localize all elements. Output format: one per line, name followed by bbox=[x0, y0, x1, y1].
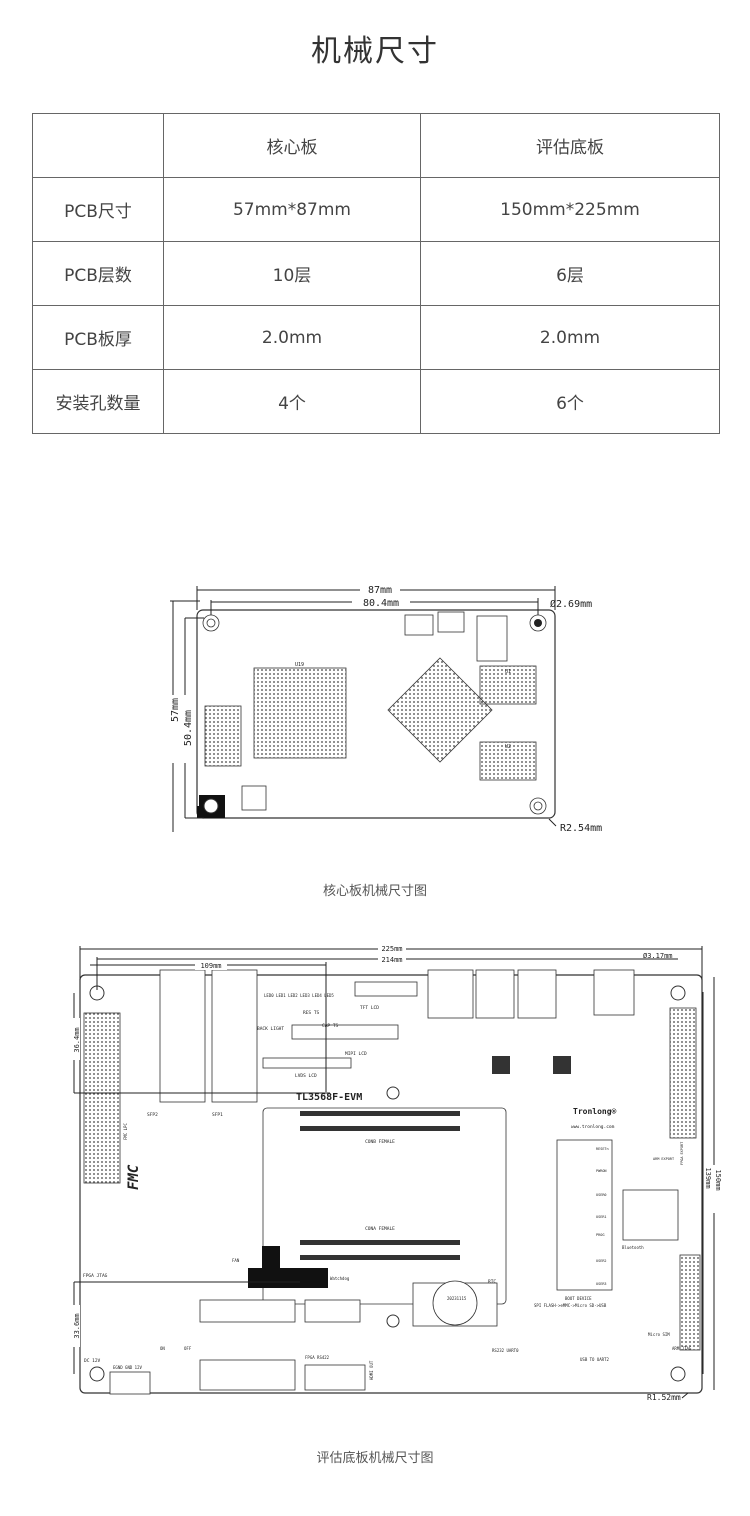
label-boot-opts: SPI FLASH->eMMC->Micro SD->USB bbox=[534, 1303, 607, 1308]
table-cell: PCB尺寸 bbox=[32, 177, 164, 242]
label-fpga-rs422: FPGA RS422 bbox=[305, 1355, 330, 1360]
eval-hole-span-x-label: 214mm bbox=[381, 956, 402, 964]
table-cell: 150mm*225mm bbox=[420, 177, 720, 242]
eval-corner-radius-label: R1.52mm bbox=[647, 1393, 681, 1402]
label-bluetooth: Bluetooth bbox=[622, 1245, 644, 1250]
core-corner-radius-label: R2.54mm bbox=[560, 823, 602, 834]
table-cell: 2.0mm bbox=[163, 305, 421, 370]
label-arm-export: ARM EXPORT bbox=[653, 1157, 675, 1161]
u19-chip bbox=[253, 667, 347, 759]
eval-board-caption: 评估底板机械尺寸图 bbox=[316, 1451, 434, 1466]
label-sfp2: SFP2 bbox=[147, 1112, 158, 1118]
label-mipi: MIPI LCD bbox=[345, 1051, 367, 1057]
label-fmc-lpc: FMC LPC bbox=[123, 1123, 128, 1140]
table-header-cell bbox=[32, 113, 164, 178]
key-label: USER3 bbox=[596, 1282, 607, 1286]
label-lvds: LVDS LCD bbox=[295, 1073, 317, 1079]
eval-bottom-offset-label: 33.6mm bbox=[73, 1313, 81, 1338]
key-label: USER2 bbox=[596, 1259, 607, 1263]
core-pcb-outline bbox=[196, 609, 556, 819]
tft-connector bbox=[354, 981, 418, 997]
key-label: USER1 bbox=[596, 1215, 607, 1219]
core-board-caption: 核心板机械尺寸图 bbox=[322, 884, 427, 899]
label-u2: U2 bbox=[505, 744, 511, 750]
label-rs232: RS232 UART0 bbox=[492, 1348, 519, 1353]
label-backlight: BACK LIGHT bbox=[257, 1026, 284, 1032]
label-url: www.tronlong.com bbox=[571, 1124, 615, 1130]
eval-height-label: 150mm bbox=[714, 1169, 722, 1190]
label-fpga-jtag: FPGA JTAG bbox=[83, 1273, 108, 1279]
core-hole-span-x-label: 80.4mm bbox=[363, 598, 399, 609]
table-cell: 6个 bbox=[420, 369, 720, 434]
key-label: PWRON bbox=[596, 1169, 607, 1173]
page-title: 机械尺寸 bbox=[311, 34, 439, 69]
label-tft: TFT LCD bbox=[360, 1005, 379, 1011]
table-header-cell: 核心板 bbox=[163, 113, 421, 178]
table-cell: 2.0mm bbox=[420, 305, 720, 370]
key-label: RESETn bbox=[596, 1147, 609, 1151]
table-cell: 6层 bbox=[420, 241, 720, 306]
label-on: ON bbox=[160, 1346, 165, 1351]
label-leds: LED0 LED1 LED2 LED3 LED4 LED5 bbox=[264, 993, 334, 998]
core-height-label: 57mm bbox=[170, 698, 181, 722]
eval-top-offset-label: 36.4mm bbox=[73, 1027, 81, 1052]
label-fpga-export: FPGA EXPORT bbox=[680, 1141, 684, 1165]
label-usb-uart: USB TO UART2 bbox=[580, 1357, 609, 1362]
eval-board-drawing: CONB FEMALE CONA FEMALE SFP2 SFP1 FMC FM… bbox=[70, 943, 722, 1402]
label-u19: U19 bbox=[295, 662, 304, 668]
table-cell: 安装孔数量 bbox=[32, 369, 164, 434]
label-fmc: FMC bbox=[126, 1164, 142, 1190]
core-hole-span-y-label: 50.4mm bbox=[183, 710, 194, 746]
label-watchdog: Watchdog bbox=[330, 1276, 350, 1281]
label-rtc: RTC bbox=[488, 1279, 496, 1285]
core-board-drawing: U1 U2 U19 87mm 80.4mm Ø2.69mm 57mm 50.4m… bbox=[167, 583, 602, 834]
table-header-row: 核心板 评估底板 bbox=[32, 113, 720, 178]
table-cell: PCB层数 bbox=[32, 241, 164, 306]
label-boot: BOOT DEVICE bbox=[565, 1296, 592, 1301]
eval-hole-span-y-label: 139mm bbox=[704, 1167, 712, 1188]
table-cell: PCB板厚 bbox=[32, 305, 164, 370]
label-cona: CONA FEMALE bbox=[365, 1226, 395, 1232]
table-cell: 4个 bbox=[163, 369, 421, 434]
label-power-pins: EGND GND 12V bbox=[113, 1365, 142, 1370]
label-micro-sim: Micro SIM bbox=[648, 1332, 670, 1337]
key-label: USER0 bbox=[596, 1193, 607, 1197]
label-res-ts: RES TS bbox=[303, 1010, 320, 1016]
label-u1: U1 bbox=[505, 669, 511, 675]
label-arm-jtag: ARM JTAG bbox=[672, 1346, 692, 1351]
label-model: TL3568F-EVM bbox=[296, 1092, 362, 1103]
label-brand: Tronlong® bbox=[573, 1107, 617, 1116]
eval-offset-x-label: 109mm bbox=[200, 962, 221, 970]
table-cell: 57mm*87mm bbox=[163, 177, 421, 242]
table-header-cell: 评估底板 bbox=[420, 113, 720, 178]
core-width-label: 87mm bbox=[368, 585, 392, 596]
eval-width-label: 225mm bbox=[381, 945, 402, 953]
label-hdmi: HDMI OUT bbox=[369, 1360, 374, 1380]
eval-hole-dia-label: Ø3.17mm bbox=[643, 952, 673, 960]
table-cell: 10层 bbox=[163, 241, 421, 306]
label-fan: FAN bbox=[232, 1258, 240, 1263]
core-hole-dia-label: Ø2.69mm bbox=[550, 598, 592, 610]
label-battery: 20231115 bbox=[447, 1296, 467, 1301]
key-label: PROG bbox=[596, 1233, 604, 1237]
label-off: OFF bbox=[184, 1346, 192, 1351]
label-cap-ts: CAP TS bbox=[322, 1023, 339, 1029]
label-sfp1: SFP1 bbox=[212, 1112, 223, 1118]
label-conb: CONB FEMALE bbox=[365, 1139, 395, 1145]
label-dc: DC 12V bbox=[84, 1358, 101, 1364]
